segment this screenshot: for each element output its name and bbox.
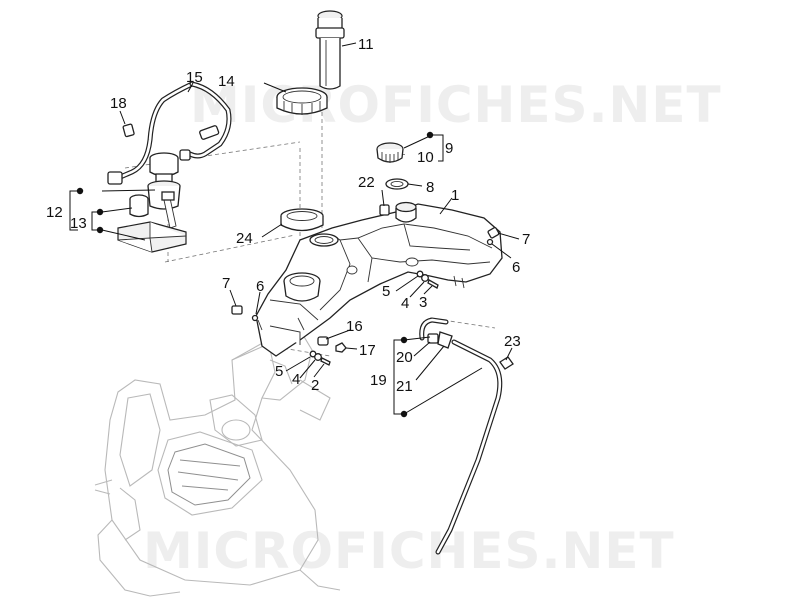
leader-lines <box>69 42 520 415</box>
callout-22: 22 <box>358 174 375 191</box>
callout-19: 19 <box>370 372 387 389</box>
cap-gasket <box>385 178 409 190</box>
callout-11: 11 <box>358 36 374 53</box>
breather-pipe <box>419 317 503 555</box>
callout-labels: 11 14 15 18 12 13 24 9 10 8 22 1 7 6 5 4… <box>46 36 530 395</box>
callout-24: 24 <box>236 230 253 247</box>
callout-4-left: 4 <box>292 371 300 388</box>
callout-21: 21 <box>396 378 413 395</box>
callout-7-left: 7 <box>222 275 230 292</box>
callout-15: 15 <box>186 69 203 86</box>
callout-2: 2 <box>311 377 319 394</box>
callout-3: 3 <box>419 294 427 311</box>
bullet-dot <box>400 336 408 344</box>
callout-5-left: 5 <box>275 363 283 380</box>
watermark-bottom: MICROFICHES.NET <box>143 522 675 580</box>
fuel-hose <box>107 81 232 185</box>
bullet-dot <box>96 208 104 216</box>
callout-17: 17 <box>359 342 376 359</box>
callout-12: 12 <box>46 204 63 221</box>
callout-1: 1 <box>451 187 459 204</box>
callout-7-right: 7 <box>522 231 530 248</box>
bullet-dot <box>400 410 408 418</box>
callout-23: 23 <box>504 333 521 350</box>
callout-9: 9 <box>445 140 453 157</box>
callout-18: 18 <box>110 95 127 112</box>
callout-5-right: 5 <box>382 283 390 300</box>
watermark-bottom-text: MICROFICHES.NET <box>143 522 675 580</box>
callout-8: 8 <box>426 179 434 196</box>
fasteners <box>231 204 514 370</box>
callout-14: 14 <box>218 73 235 90</box>
filler-cap <box>376 142 404 163</box>
fuel-filter <box>117 194 187 253</box>
callout-4-right: 4 <box>401 295 409 312</box>
kit-bullets <box>76 131 434 418</box>
callout-16: 16 <box>346 318 363 335</box>
callout-13: 13 <box>70 215 87 232</box>
bullet-dot <box>96 226 104 234</box>
bullet-dot <box>76 187 84 195</box>
watermark-top-text: MICROFICHES.NET <box>190 76 722 134</box>
fuel-pump <box>147 152 181 229</box>
watermark-top: MICROFICHES.NET <box>190 76 722 134</box>
fuel-tank <box>255 201 503 357</box>
ring-nut <box>276 87 328 115</box>
bullet-dot <box>426 131 434 139</box>
fuel-level-sender <box>315 10 345 90</box>
hose-clip <box>122 123 135 138</box>
callout-10: 10 <box>417 149 434 166</box>
scooter-frame <box>94 329 341 597</box>
sealing-ring <box>280 208 324 232</box>
callout-6-right: 6 <box>512 259 520 276</box>
callout-6-left: 6 <box>256 278 264 295</box>
callout-20: 20 <box>396 349 413 366</box>
